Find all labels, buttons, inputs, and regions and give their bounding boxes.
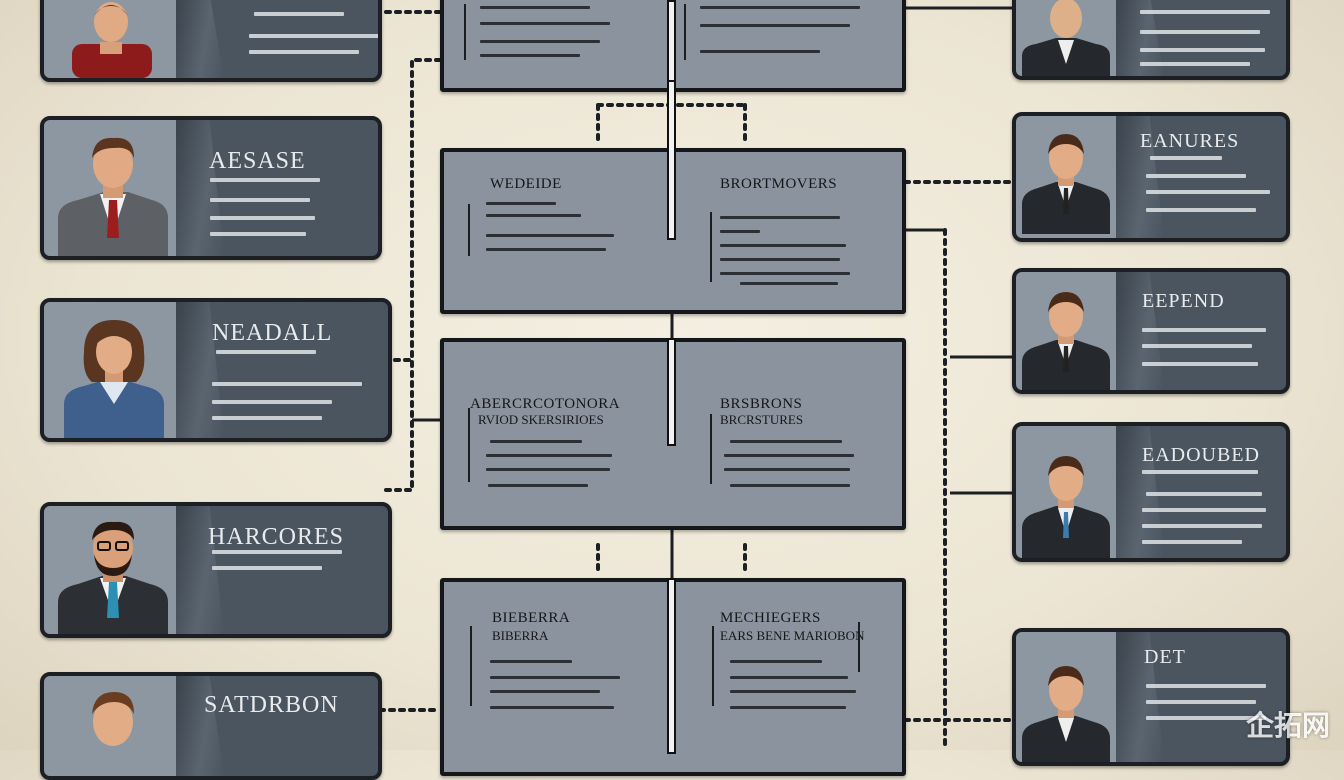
person-card[interactable]: EADOUBED	[1012, 422, 1290, 562]
person-card[interactable]: EEPEND	[1012, 268, 1290, 394]
box-title: BIEBERRA	[492, 610, 571, 626]
person-card[interactable]: AESASE	[40, 116, 382, 260]
connector-stem	[667, 578, 676, 754]
avatar-icon	[1022, 134, 1110, 234]
avatar-icon	[1022, 292, 1110, 390]
connector-stem	[667, 0, 676, 84]
box-subtitle: EARS BENE MARIOBON	[720, 628, 865, 643]
person-card[interactable]: SATDRBON	[40, 672, 382, 780]
connector-stem	[667, 338, 676, 446]
avatar-icon	[64, 320, 164, 438]
person-name: EANURES	[1140, 130, 1240, 152]
box-title: MECHIEGERS	[720, 610, 821, 626]
person-card[interactable]	[40, 0, 382, 82]
person-name: AESASE	[209, 148, 306, 174]
person-card[interactable]	[1012, 0, 1290, 80]
avatar-icon	[72, 2, 152, 78]
avatar-icon	[1022, 0, 1110, 76]
person-name: NEADALL	[212, 320, 333, 346]
connector-lines	[374, 6, 1014, 750]
avatar-icon	[58, 137, 168, 256]
person-name: SATDRBON	[204, 692, 339, 718]
avatar-icon	[1022, 456, 1110, 558]
person-card[interactable]: EANURES	[1012, 112, 1290, 242]
box-title: ABERCRCOTONORA	[470, 396, 621, 412]
person-name: HARCORES	[208, 524, 345, 550]
person-card[interactable]: HARCORES	[40, 502, 392, 638]
person-name: DET	[1144, 646, 1186, 668]
person-card[interactable]: NEADALL	[40, 298, 392, 442]
avatar-icon	[1022, 666, 1110, 762]
box-subtitle: BRCRSTURES	[720, 412, 804, 427]
box-title: WEDEIDE	[490, 176, 562, 192]
connector-stem	[667, 80, 676, 240]
person-name: EEPEND	[1142, 290, 1225, 312]
box-subtitle: RVIOD SKERSIRIOES	[478, 412, 604, 427]
person-name: EADOUBED	[1142, 444, 1260, 466]
box-title: BRSBRONS	[720, 396, 803, 412]
person-card[interactable]: DET	[1012, 628, 1290, 766]
watermark-logo: 企拓网	[1245, 710, 1330, 741]
box-title: BRORTMOVERS	[720, 176, 838, 192]
avatar-icon	[92, 692, 134, 746]
box-subtitle: BIBERRA	[492, 628, 549, 643]
avatar-icon	[58, 521, 168, 634]
